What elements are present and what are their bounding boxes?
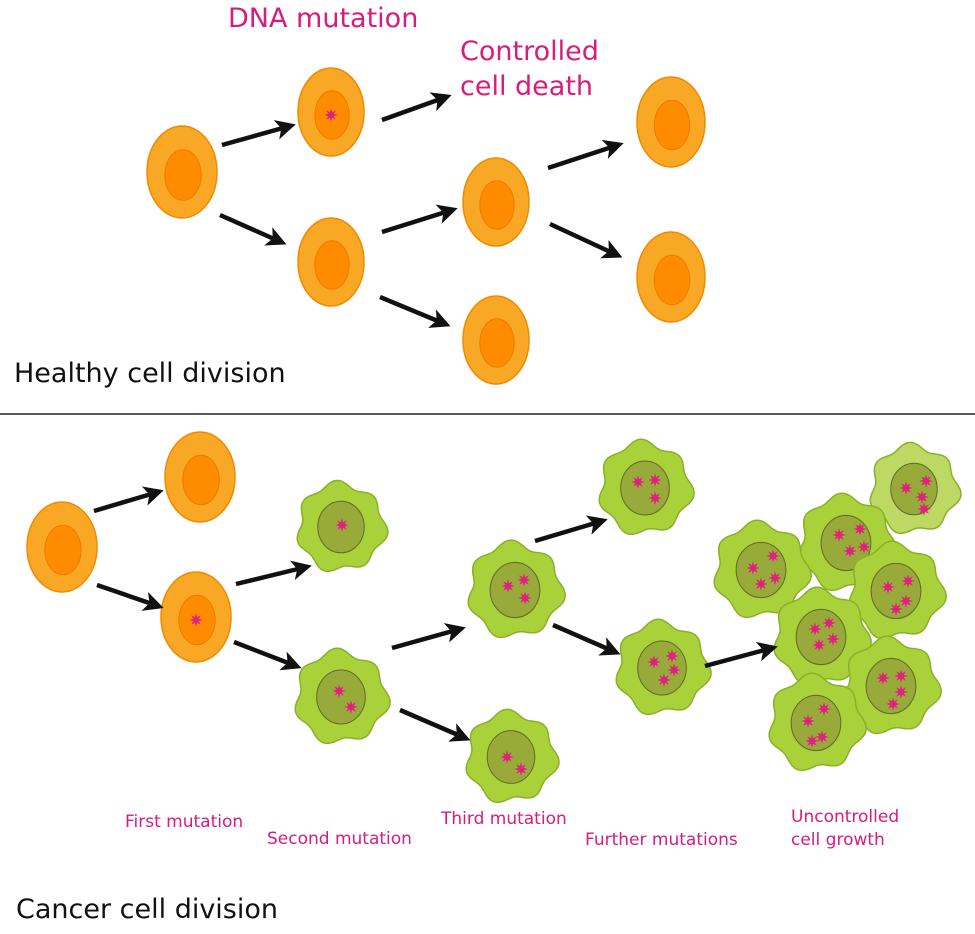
healthy-cell-parent — [146, 125, 218, 219]
cancer-cell-second-upper — [296, 479, 389, 573]
mutation-star-icon — [901, 574, 915, 588]
cancer-healthy-child — [164, 431, 236, 523]
mutation-star-icon — [812, 638, 826, 652]
mutation-star-icon — [822, 616, 836, 630]
arrow-icon — [549, 221, 623, 259]
arrow-icon — [96, 582, 164, 611]
mutation-star-icon — [894, 685, 908, 699]
mutation-star-icon — [886, 697, 900, 711]
cells-layer — [26, 67, 962, 804]
controlled-cell-death-label-line2: cell death — [460, 71, 594, 102]
cancer-first-mutation-cell — [160, 571, 232, 663]
further-mutations-label: Further mutations — [585, 830, 738, 850]
arrows-layer — [93, 92, 778, 742]
mutation-star-icon — [876, 671, 890, 685]
mutation-star-icon — [917, 502, 931, 516]
cancer-section-title: Cancer cell division — [16, 894, 279, 925]
mutation-star-icon — [826, 632, 840, 646]
mutation-star-icon — [517, 573, 531, 587]
mutation-star-icon — [332, 684, 346, 698]
arrow-icon — [704, 641, 778, 669]
arrow-icon — [381, 204, 458, 235]
cancer-cell-cluster-3 — [713, 519, 812, 619]
arrow-icon — [221, 120, 296, 148]
arrow-icon — [381, 92, 452, 123]
mutation-star-icon — [631, 475, 645, 489]
healthy-cell-gen3-upper — [462, 157, 530, 247]
arrow-icon — [235, 560, 312, 587]
controlled-cell-death-label-line1: Controlled — [460, 36, 599, 67]
mutation-star-icon — [801, 714, 815, 728]
cancer-cell-third-upper — [467, 539, 566, 639]
arrow-icon — [391, 623, 466, 651]
dna-mutation-label: DNA mutation — [228, 3, 419, 34]
mutation-star-icon — [324, 108, 338, 122]
mutation-star-icon — [817, 702, 831, 716]
mutation-star-icon — [648, 473, 662, 487]
mutation-star-icon — [754, 577, 768, 591]
healthy-cell-child — [297, 217, 365, 307]
mutation-star-icon — [857, 540, 871, 554]
healthy-section-title: Healthy cell division — [14, 358, 286, 389]
cancer-cell-cluster-7 — [768, 672, 867, 772]
arrow-icon — [534, 515, 608, 544]
cancer-cell-further-lower — [615, 618, 712, 716]
second-mutation-label: Second mutation — [267, 829, 412, 849]
mutation-star-icon — [832, 528, 846, 542]
mutation-star-icon — [766, 549, 780, 563]
first-mutation-label: First mutation — [125, 812, 244, 832]
mutation-star-icon — [843, 544, 857, 558]
uncontrolled-growth-label-line1: Uncontrolled — [791, 807, 900, 827]
arrow-icon — [547, 139, 624, 171]
mutation-star-icon — [919, 474, 933, 488]
mutation-star-icon — [915, 490, 929, 504]
mutation-star-icon — [518, 591, 532, 605]
cancer-cell-cluster-5 — [773, 586, 872, 686]
cancer-cell-cluster-6 — [843, 635, 942, 735]
mutation-star-icon — [344, 700, 358, 714]
arrow-icon — [379, 294, 451, 328]
mutation-star-icon — [746, 561, 760, 575]
mutation-star-icon — [894, 669, 908, 683]
healthy-cell-gen4-upper — [636, 76, 706, 168]
mutation-star-icon — [815, 730, 829, 744]
mutation-star-icon — [768, 571, 782, 585]
cancer-cell-further-upper — [598, 438, 695, 536]
mutation-star-icon — [808, 622, 822, 636]
mutation-star-icon — [805, 734, 819, 748]
mutation-star-icon — [667, 663, 681, 677]
mutation-star-icon — [657, 673, 671, 687]
mutation-star-icon — [665, 649, 679, 663]
cancer-cell-second-lower — [294, 647, 391, 745]
mutation-star-icon — [899, 481, 913, 495]
mutation-star-icon — [889, 602, 903, 616]
cancer-cell-cluster-1 — [869, 441, 962, 535]
arrow-icon — [399, 707, 471, 742]
mutation-star-icon — [648, 491, 662, 505]
arrow-icon — [93, 486, 164, 514]
third-mutation-label: Third mutation — [441, 809, 567, 829]
uncontrolled-growth-label-line2: cell growth — [791, 830, 885, 850]
mutation-star-icon — [500, 750, 514, 764]
cancer-cell-third-lower — [465, 708, 560, 804]
mutation-star-icon — [881, 580, 895, 594]
healthy-cell-gen4-lower — [636, 231, 706, 323]
mutation-star-icon — [647, 655, 661, 669]
arrow-icon — [219, 212, 287, 246]
cancer-cell-cluster-4 — [848, 540, 947, 640]
mutation-star-icon — [514, 762, 528, 776]
mutation-star-icon — [335, 518, 349, 532]
mutation-star-icon — [899, 594, 913, 608]
mutation-star-icon — [189, 613, 203, 627]
healthy-cell-gen3-lower — [462, 295, 530, 385]
arrow-icon — [552, 622, 621, 656]
healthy-cell-mutated — [297, 67, 365, 157]
arrow-icon — [233, 639, 302, 671]
cancer-origin-cell — [26, 501, 98, 593]
mutation-star-icon — [853, 522, 867, 536]
mutation-star-icon — [501, 579, 515, 593]
